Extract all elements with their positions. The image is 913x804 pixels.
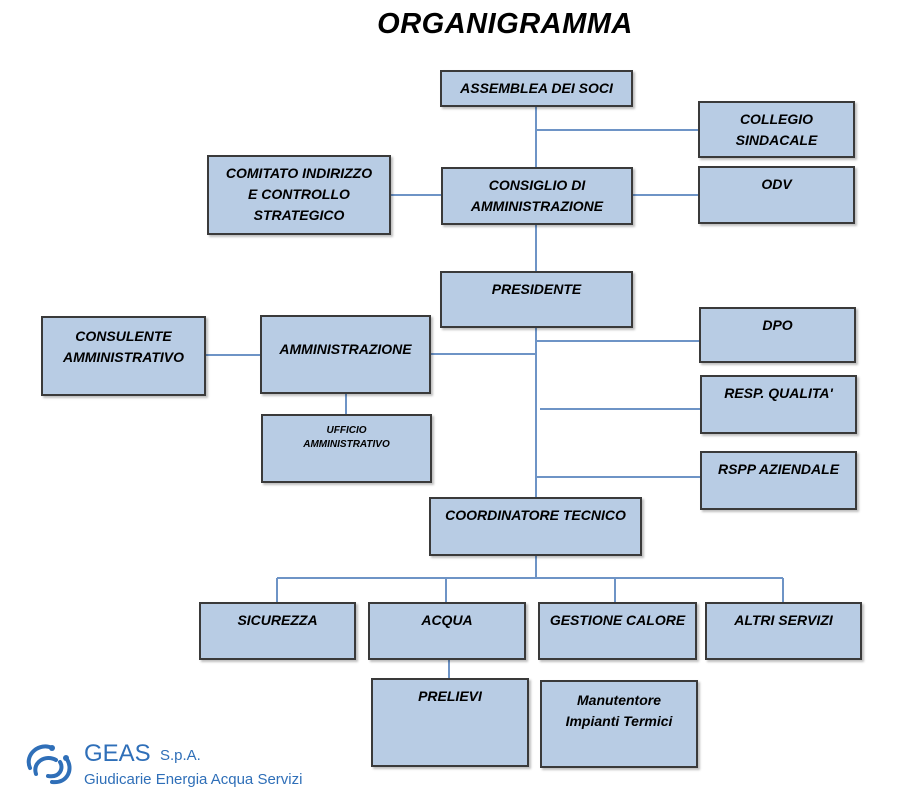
box-label: SINDACALE [735,132,818,148]
box-odv: ODV [698,166,855,224]
logo-name: GEAS [84,740,151,767]
geas-logo: GEAS S.p.A. Giudicarie Energia Acqua Ser… [22,738,312,798]
box-dpo: DPO [699,307,856,363]
box-label: PRELIEVI [418,688,482,704]
box-altri-servizi: ALTRI SERVIZI [705,602,862,660]
box-acqua: ACQUA [368,602,526,660]
box-label: ALTRI SERVIZI [734,612,833,628]
box-comitato-indirizzo: COMITATO INDIRIZZO E CONTROLLO STRATEGIC… [207,155,391,235]
page-title: ORGANIGRAMMA [377,8,633,40]
box-label: GESTIONE CALORE [549,612,686,628]
box-label: AMMINISTRATIVO [303,439,390,450]
box-coordinatore-tecnico: COORDINATORE TECNICO [429,497,642,556]
box-label: Impianti Termici [565,713,673,729]
box-presidente: PRESIDENTE [440,271,633,328]
box-label: COLLEGIO [739,111,814,127]
box-label: RESP. QUALITA' [724,385,833,401]
box-consiglio-di-amministrazione: CONSIGLIO DI AMMINISTRAZIONE [441,167,633,225]
box-consulente-amministrativo: CONSULENTE AMMINISTRATIVO [41,316,206,396]
box-label: PRESIDENTE [491,281,582,297]
box-label: COMITATO INDIRIZZO [225,165,373,181]
box-label: UFFICIO [326,425,367,436]
box-resp-qualita: RESP. QUALITA' [700,375,857,434]
box-label: SICUREZZA [237,612,318,628]
box-label: AMMINISTRATIVO [62,349,185,365]
box-rspp-aziendale: RSPP AZIENDALE [700,451,857,510]
box-label: AMMINISTRAZIONE [279,341,412,357]
box-amministrazione: AMMINISTRAZIONE [260,315,431,394]
box-label: ODV [761,176,792,192]
box-gestione-calore: GESTIONE CALORE [538,602,697,660]
box-label: RSPP AZIENDALE [717,461,840,477]
geas-logo-icon [26,744,72,785]
box-ufficio-amministrativo: UFFICIO AMMINISTRATIVO [261,414,432,483]
box-label: AMMINISTRAZIONE [470,198,604,214]
box-label: CONSIGLIO DI [488,177,586,193]
box-label: Manutentore [577,692,661,708]
box-label: ACQUA [421,612,473,628]
logo-subtitle: Giudicarie Energia Acqua Servizi [84,771,303,788]
box-label: COORDINATORE TECNICO [445,507,626,523]
box-label: ASSEMBLEA DEI SOCI [460,80,613,96]
box-label: CONSULENTE [75,328,172,344]
box-assemblea-dei-soci: ASSEMBLEA DEI SOCI [440,70,633,107]
logo-suffix: S.p.A. [160,747,201,764]
box-label: DPO [762,317,793,333]
box-sicurezza: SICUREZZA [199,602,356,660]
box-prelievi: PRELIEVI [371,678,529,767]
box-manutentore-impianti-termici: Manutentore Impianti Termici [540,680,698,768]
box-label: E CONTROLLO [248,186,350,202]
box-collegio-sindacale: COLLEGIO SINDACALE [698,101,855,158]
box-label: STRATEGICO [253,207,345,223]
